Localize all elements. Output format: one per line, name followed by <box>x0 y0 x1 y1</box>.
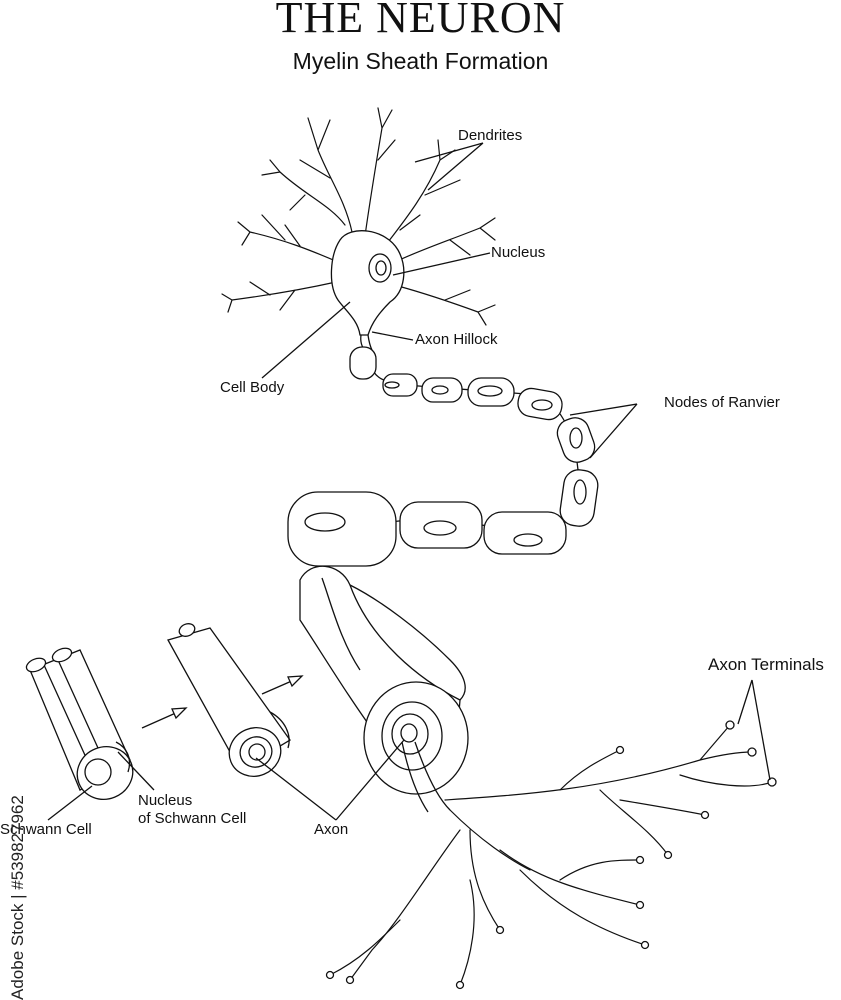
arrow-2 <box>261 679 295 695</box>
label-nucleus-of-schwann-cell: Nucleus of Schwann Cell <box>138 792 246 828</box>
diagram-title: THE NEURON <box>275 0 566 42</box>
label-axon-hillock: Axon Hillock <box>415 331 498 348</box>
dendrites <box>221 107 496 326</box>
cell-body <box>330 230 405 336</box>
label-nodes-of-ranvier: Nodes of Ranvier <box>664 394 780 411</box>
label-dendrites: Dendrites <box>458 127 523 144</box>
schwann-cell-stage-1 <box>25 647 134 800</box>
leader-lines <box>47 142 771 821</box>
large-myelin-segment <box>299 565 469 813</box>
label-axon-terminals: Axon Terminals <box>708 655 824 674</box>
label-nucleus-of-schwann-line2: of Schwann Cell <box>138 810 247 827</box>
label-nucleus: Nucleus <box>491 244 546 261</box>
label-cell-body: Cell Body <box>220 379 285 396</box>
schwann-cell-stage-2 <box>167 623 291 777</box>
arrow-1 <box>141 711 179 729</box>
label-nucleus-of-schwann-line1: Nucleus <box>138 792 193 809</box>
label-schwann-cell: Schwann Cell <box>0 821 92 838</box>
myelin-sheath-chain <box>287 346 599 567</box>
label-axon: Axon <box>314 821 349 838</box>
axon-terminals <box>325 720 777 990</box>
nucleus <box>368 253 392 283</box>
stock-watermark: Adobe Stock | #539827962 <box>8 795 27 1000</box>
diagram-subtitle: Myelin Sheath Formation <box>292 48 549 74</box>
